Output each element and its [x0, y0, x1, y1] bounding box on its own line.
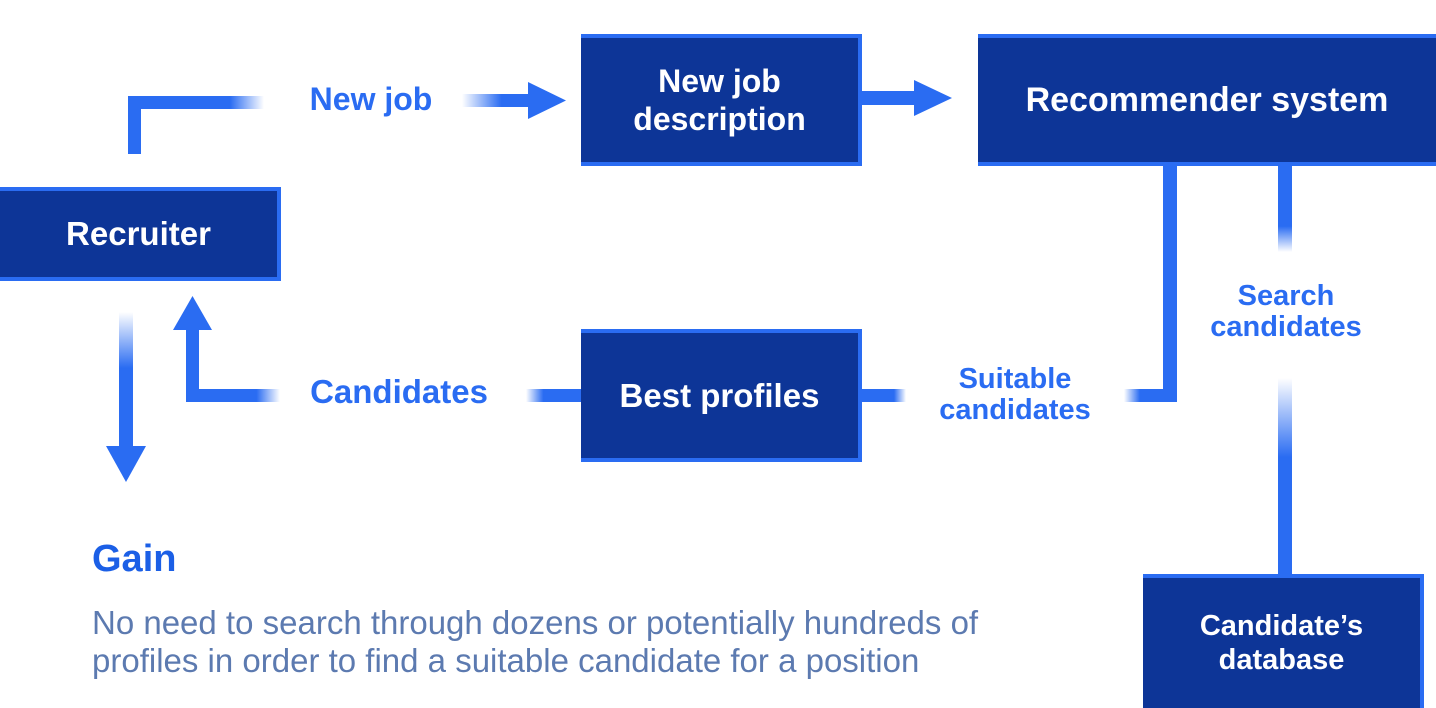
- node-best-profiles: Best profiles: [581, 329, 862, 462]
- node-candidates-database-label: Candidate’s database: [1199, 610, 1364, 676]
- edge-label-new-job: New job: [309, 81, 433, 117]
- node-best-profiles-label: Best profiles: [619, 376, 820, 414]
- edge-label-search-candidates: Search candidates: [1210, 280, 1362, 344]
- arrow-recruiter-to-gain: [106, 312, 146, 482]
- connector-recommender-to-search: [1278, 166, 1292, 252]
- node-recruiter: Recruiter: [0, 187, 281, 281]
- arrow-candidates-to-recruiter: [173, 296, 280, 402]
- node-recommender-system-label: Recommender system: [1025, 80, 1389, 119]
- arrow-description-to-recommender: [862, 80, 952, 116]
- node-new-job-description-label: New job description: [633, 63, 806, 137]
- node-new-job-description: New job description: [581, 34, 862, 166]
- gain-description: No need to search through dozens or pote…: [92, 604, 979, 679]
- edge-label-candidates: Candidates: [310, 373, 488, 410]
- connector-recommender-to-suitable: [1124, 166, 1177, 402]
- node-recommender-system: Recommender system: [978, 34, 1436, 166]
- arrow-new-job-to-description: [462, 82, 566, 119]
- connector-best-to-suitable: [858, 389, 906, 402]
- node-recruiter-label: Recruiter: [66, 215, 211, 252]
- connector-recruiter-to-new-job: [128, 96, 264, 154]
- connector-search-to-database: [1278, 378, 1292, 576]
- gain-title: Gain: [92, 538, 177, 580]
- edge-label-suitable-candidates: Suitable candidates: [939, 363, 1091, 427]
- node-candidates-database: Candidate’s database: [1143, 574, 1424, 708]
- connector-candidates-to-best: [526, 389, 584, 402]
